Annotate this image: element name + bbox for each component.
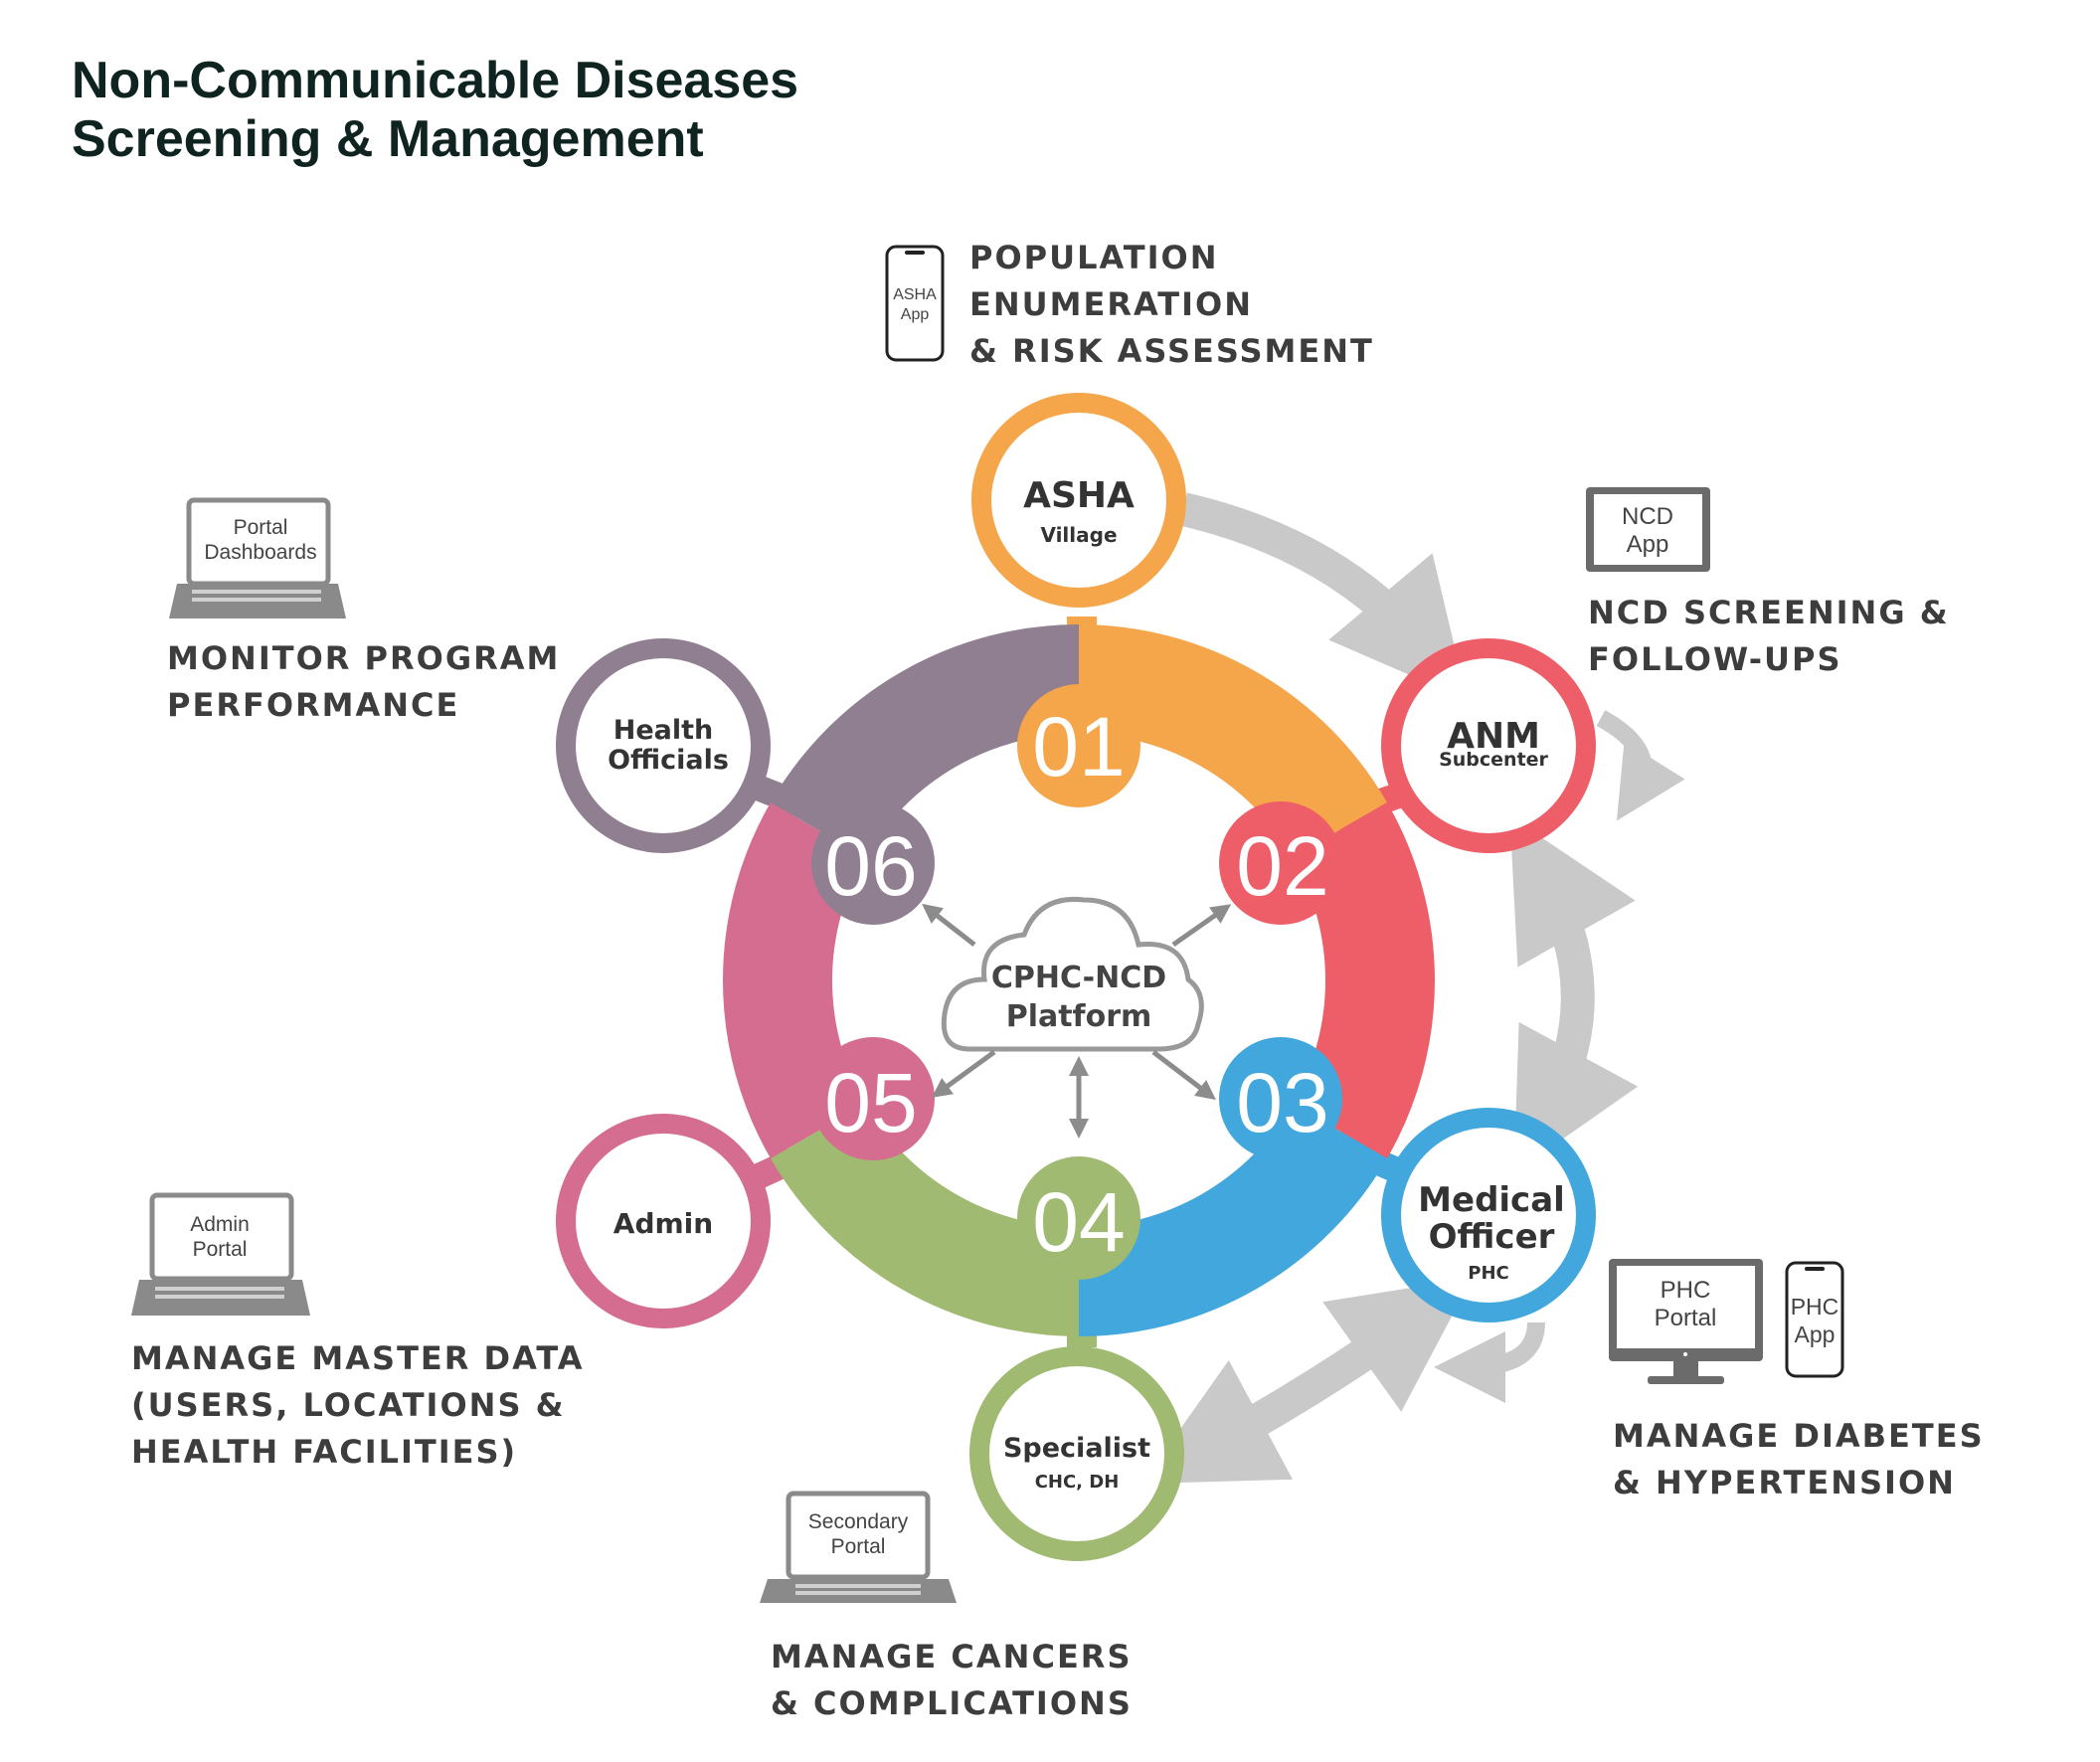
node-title-line-2: Officials: [608, 745, 729, 776]
node-subtitle: CHC, DH: [1035, 1472, 1120, 1493]
caption-line: & RISK ASSESSMENT: [969, 332, 1374, 370]
caption-health-officials: MONITOR PROGRAM PERFORMANCE: [167, 639, 560, 724]
node-subtitle: Subcenter: [1439, 749, 1548, 771]
device-label-line-1: ASHA: [893, 286, 937, 303]
caption-line: POPULATION: [969, 239, 1218, 276]
caption-line: PERFORMANCE: [167, 686, 459, 724]
caption-line: MANAGE DIABETES: [1613, 1417, 1985, 1455]
node-title: Specialist: [1003, 1433, 1150, 1464]
ring-segment-01: [1077, 624, 1388, 858]
node-asha: ASHA Village: [971, 393, 1186, 608]
caption-line: ENUMERATION: [969, 285, 1253, 323]
ring: 01 02 03 04 05 06: [723, 624, 1435, 1336]
caption-medical-officer: MANAGE DIABETES & HYPERTENSION: [1613, 1417, 1985, 1501]
caption-line: (USERS, LOCATIONS &: [131, 1386, 566, 1424]
device-label-line-2: Portal: [193, 1238, 248, 1261]
device-label-line-1: PHC: [1661, 1277, 1711, 1304]
node-medical-officer: Medical Officer PHC: [1381, 1108, 1596, 1322]
step-number-01: 01: [1032, 700, 1125, 793]
device-label-line-1: Admin: [190, 1213, 250, 1236]
caption-line: HEALTH FACILITIES): [131, 1433, 517, 1471]
node-title: Health: [613, 715, 714, 746]
caption-line: NCD SCREENING &: [1588, 594, 1950, 631]
node-admin: Admin: [556, 1114, 771, 1328]
caption-line: & HYPERTENSION: [1613, 1464, 1956, 1501]
device-label-line-2: Dashboards: [204, 541, 316, 564]
center-platform: CPHC-NCD Platform: [922, 896, 1232, 1139]
secondary-portal-laptop-icon: Secondary Portal: [760, 1491, 957, 1603]
device-label-line-1: NCD: [1622, 503, 1673, 530]
asha-app-phone-icon: ASHA App: [885, 245, 945, 362]
device-label-line-2: Portal: [1655, 1305, 1717, 1331]
node-title: Admin: [613, 1207, 713, 1240]
portal-dashboards-laptop-icon: Portal Dashboards: [169, 497, 346, 618]
page-title-line-1: Non-Communicable Diseases: [72, 52, 798, 109]
ring-segment-02: [1292, 802, 1435, 1158]
caption-specialist: MANAGE CANCERS & COMPLICATIONS: [771, 1638, 1133, 1722]
caption-anm: NCD SCREENING & FOLLOW-UPS: [1588, 594, 1950, 678]
ring-segment-05: [723, 802, 866, 1158]
node-health-officials: Health Officials: [556, 638, 771, 853]
ring-segment-06: [770, 624, 1081, 858]
caption-admin: MANAGE MASTER DATA (USERS, LOCATIONS & H…: [131, 1339, 585, 1471]
step-number-02: 02: [1236, 819, 1328, 913]
device-label-line-2: App: [1627, 531, 1669, 558]
device-label-line-1: Secondary: [808, 1510, 909, 1533]
page-title-line-2: Screening & Management: [72, 110, 704, 168]
platform-name-line-2: Platform: [1006, 999, 1152, 1034]
device-label-line-2: App: [1795, 1322, 1836, 1347]
ring-segment-03: [1077, 1103, 1388, 1336]
device-label-line-2: Portal: [831, 1535, 886, 1558]
step-number-06: 06: [824, 819, 917, 913]
node-subtitle: PHC: [1468, 1263, 1508, 1284]
cloud-icon: [941, 896, 1204, 1052]
caption-asha: POPULATION ENUMERATION & RISK ASSESSMENT: [969, 239, 1374, 370]
caption-line: MONITOR PROGRAM: [167, 639, 560, 677]
node-title-line-2: Officer: [1429, 1217, 1555, 1257]
step-number-05: 05: [824, 1056, 917, 1149]
platform-arrows: [922, 903, 1232, 1139]
step-number-04: 04: [1032, 1175, 1125, 1269]
device-label-line-1: Portal: [234, 516, 288, 539]
node-specialist: Specialist CHC, DH: [969, 1346, 1184, 1561]
node-title: Medical: [1418, 1180, 1565, 1220]
step-number-03: 03: [1236, 1056, 1328, 1149]
ncd-app-tablet-icon: NCD App: [1586, 487, 1710, 572]
device-label-line-1: PHC: [1791, 1294, 1839, 1320]
admin-portal-laptop-icon: Admin Portal: [131, 1192, 310, 1316]
node-title: ANM: [1447, 716, 1540, 757]
node-subtitle: Village: [1040, 523, 1117, 547]
platform-name-line-1: CPHC-NCD: [991, 961, 1166, 995]
caption-line: MANAGE CANCERS: [771, 1638, 1132, 1675]
phc-app-phone-icon: PHC App: [1785, 1261, 1844, 1378]
caption-line: FOLLOW-UPS: [1588, 640, 1842, 678]
device-label-line-2: App: [901, 306, 930, 323]
caption-line: MANAGE MASTER DATA: [131, 1339, 585, 1377]
workflow-arrows: [1141, 492, 1685, 1485]
caption-line: & COMPLICATIONS: [771, 1684, 1133, 1722]
node-anm: ANM Subcenter: [1381, 638, 1596, 853]
phc-portal-monitor-icon: PHC Portal: [1609, 1259, 1763, 1384]
node-title: ASHA: [1023, 475, 1135, 516]
ring-segment-04: [770, 1103, 1081, 1336]
